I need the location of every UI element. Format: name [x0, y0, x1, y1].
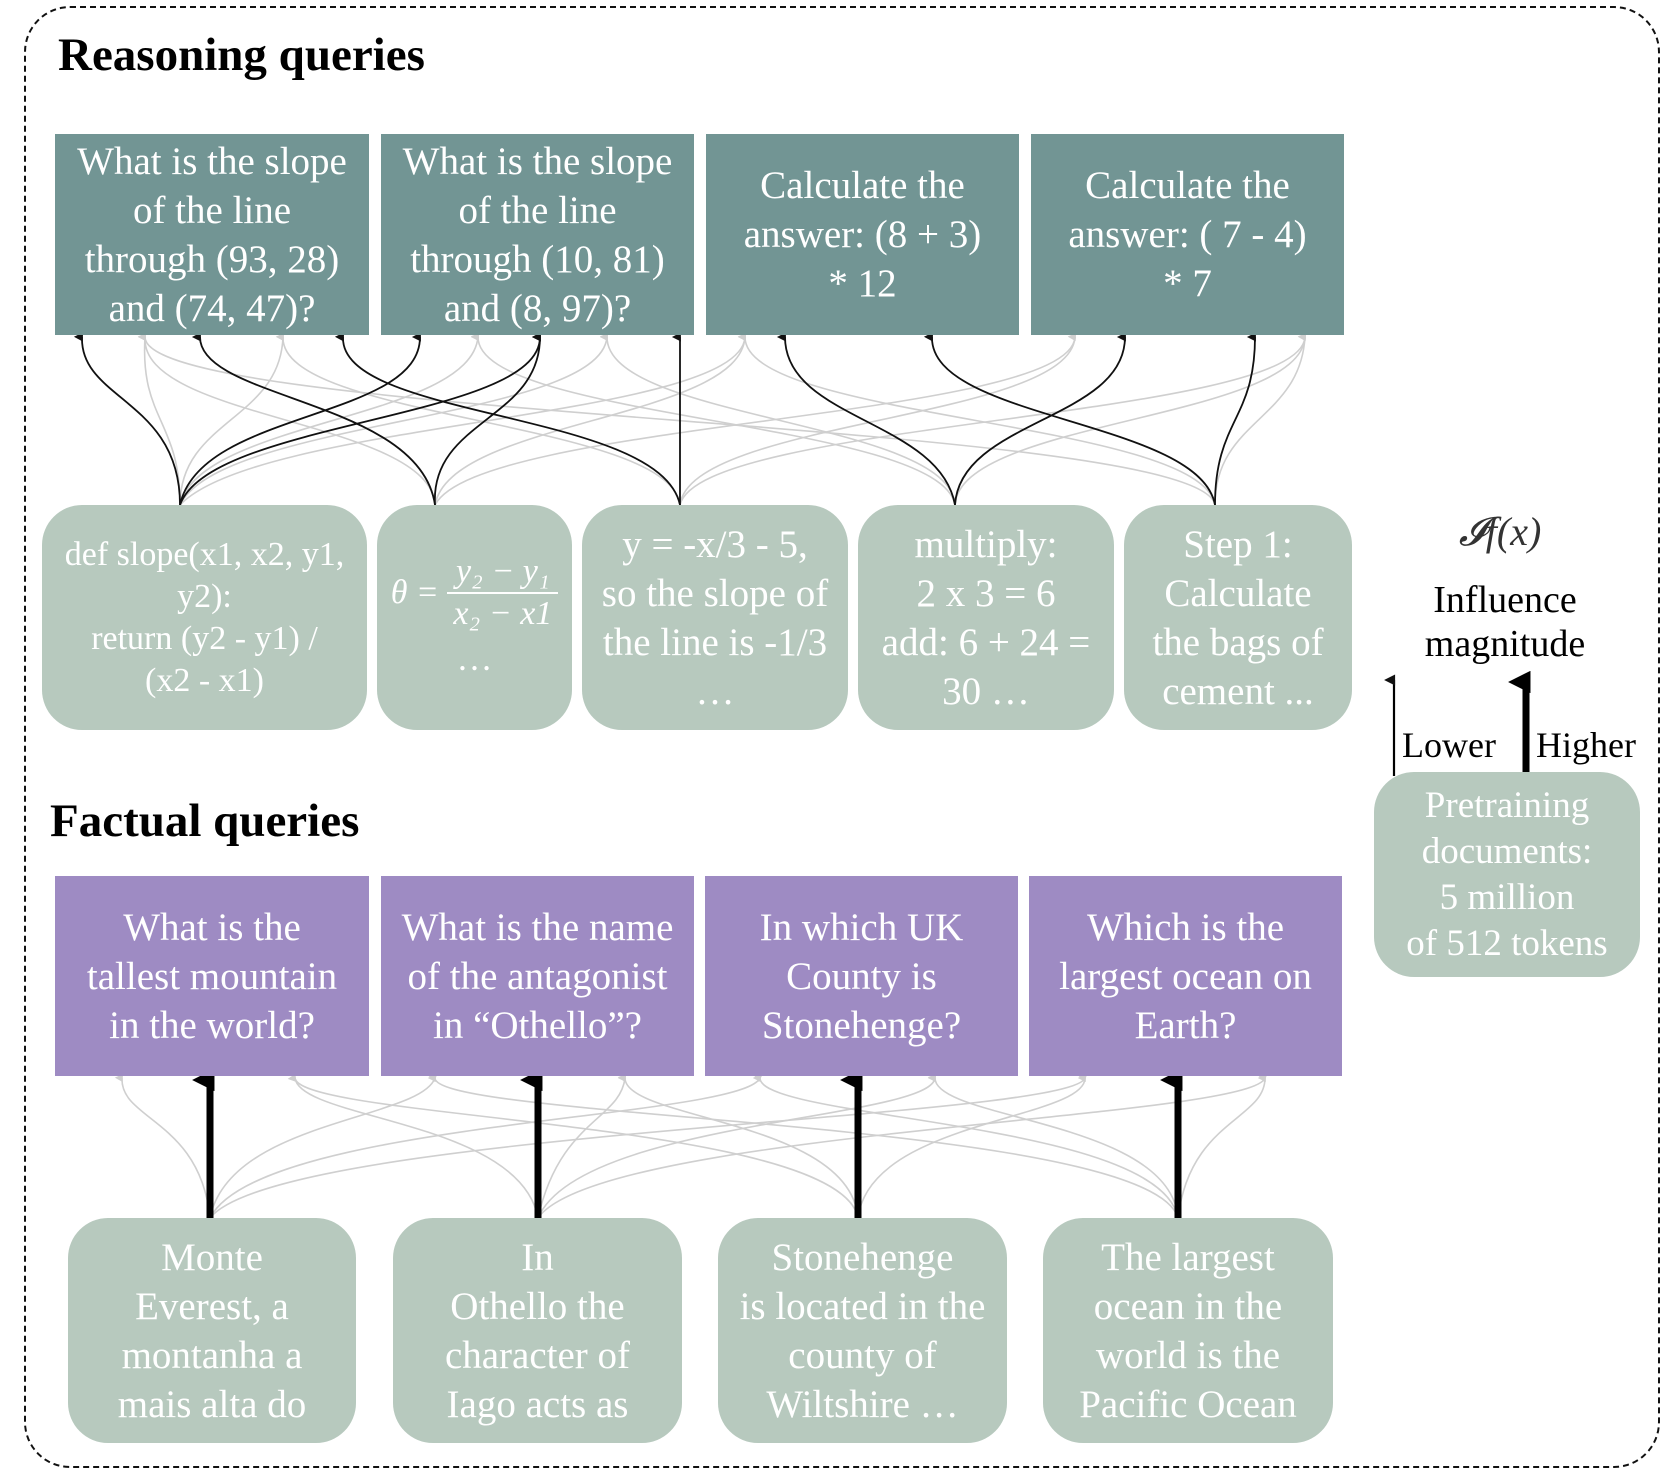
factual-doc-othello: In Othello the character of Iago acts as	[393, 1218, 682, 1443]
query-text: What is the slope of the line through (1…	[402, 139, 673, 330]
weak-link	[1177, 1074, 1266, 1219]
query-text: In which UK County is Stonehenge?	[759, 905, 964, 1047]
doc-text: In Othello the character of Iago acts as	[444, 1235, 631, 1426]
weak-link	[209, 1074, 438, 1219]
strong-link	[179, 332, 421, 506]
weak-link	[434, 333, 747, 506]
reasoning-query-calc-2: Calculate the answer: ( 7 - 4) * 7	[1031, 134, 1344, 335]
weak-link	[179, 333, 284, 506]
weak-link	[927, 1073, 1179, 1219]
doc-text: y = -x/3 - 5, so the slope of the line i…	[601, 522, 829, 713]
formula-ellipsis: …	[456, 638, 493, 678]
weak-link	[287, 1073, 539, 1219]
weak-link	[737, 332, 1216, 506]
fraction-numerator: y₂ − y₁	[447, 552, 559, 594]
weak-link	[954, 333, 1307, 506]
factual-query-othello: What is the name of the antagonist in “O…	[381, 876, 694, 1076]
weak-link	[537, 1074, 937, 1219]
factual-query-stonehenge: In which UK County is Stonehenge?	[705, 876, 1018, 1076]
query-text: Which is the largest ocean on Earth?	[1059, 905, 1312, 1047]
strong-link	[334, 332, 681, 506]
weak-link	[137, 332, 1216, 506]
doc-text: Monte Everest, a montanha a mais alta do	[117, 1235, 307, 1426]
reasoning-query-calc-1: Calculate the answer: (8 + 3) * 12	[706, 134, 1019, 335]
weak-link	[179, 333, 747, 506]
strong-link	[434, 332, 541, 506]
dashed-frame	[24, 6, 1660, 1468]
slope-fraction: y₂ − y₁ x₂ − x1	[447, 552, 559, 634]
weak-link	[1214, 333, 1307, 506]
lower-label: Lower	[1402, 725, 1496, 765]
factual-doc-ocean: The largest ocean in the world is the Pa…	[1043, 1218, 1333, 1443]
reasoning-doc-steps: Step 1: Calculate the bags of cement ...	[1124, 505, 1352, 730]
strong-link	[1214, 332, 1256, 506]
strong-link	[191, 332, 436, 506]
weak-link	[537, 1074, 627, 1219]
fraction-denominator: x₂ − x1	[453, 595, 553, 632]
legend-arrows	[1384, 670, 1531, 776]
factual-strong-links	[192, 1068, 1183, 1218]
reasoning-doc-code: def slope(x1, x2, y1, y2): return (y2 - …	[42, 505, 367, 730]
weak-link	[470, 332, 956, 506]
reasoning-doc-line: y = -x/3 - 5, so the slope of the line i…	[582, 505, 848, 730]
weak-link	[537, 1074, 1268, 1219]
reasoning-strong-links	[73, 332, 1256, 506]
strong-link	[954, 332, 1126, 506]
query-text: What is the tallest mountain in the worl…	[86, 905, 338, 1047]
factual-doc-stonehenge: Stonehenge is located in the county of W…	[718, 1218, 1007, 1443]
strong-link	[179, 332, 541, 506]
weak-link	[179, 333, 609, 506]
slope-formula: θ = y₂ − y₁ x₂ − x1	[391, 552, 559, 634]
weak-link	[679, 333, 1077, 506]
reasoning-section-title: Reasoning queries	[58, 29, 425, 81]
weak-link	[209, 1074, 763, 1219]
weak-link	[287, 1073, 859, 1219]
strong-link	[923, 332, 1216, 506]
weak-link	[599, 332, 956, 506]
weak-link	[114, 1074, 211, 1219]
factual-weak-links	[114, 1073, 1268, 1219]
weak-link	[137, 333, 181, 506]
doc-text: def slope(x1, x2, y1, y2): return (y2 - …	[64, 535, 345, 699]
reasoning-query-slope-1: What is the slope of the line through (9…	[55, 134, 369, 335]
weak-link	[434, 333, 1077, 506]
doc-text: Step 1: Calculate the bags of cement ...	[1152, 522, 1324, 713]
influence-magnitude-label: Influence magnitude	[1400, 578, 1610, 666]
query-text: What is the slope of the line through (9…	[77, 139, 347, 330]
weak-link	[137, 333, 436, 506]
strong-link	[73, 332, 181, 506]
weak-link	[179, 333, 480, 506]
factual-section-title: Factual queries	[50, 795, 360, 847]
query-text: What is the name of the antagonist in “O…	[401, 905, 674, 1047]
reasoning-doc-multiply: multiply: 2 x 3 = 6 add: 6 + 24 = 30 …	[858, 505, 1114, 730]
doc-text: Stonehenge is located in the county of W…	[739, 1235, 986, 1426]
influence-magnitude-text: Influence magnitude	[1424, 579, 1586, 665]
query-text: Calculate the answer: ( 7 - 4) * 7	[1068, 164, 1307, 305]
weak-link	[679, 333, 1307, 506]
weak-link	[209, 1074, 1088, 1219]
higher-label: Higher	[1536, 725, 1636, 765]
pretraining-documents-box: Pretraining documents: 5 million of 512 …	[1374, 772, 1640, 977]
weak-link	[617, 1073, 859, 1219]
weak-link	[752, 1073, 1179, 1219]
weak-link	[857, 1074, 1086, 1219]
reasoning-doc-formula: θ = y₂ − y₁ x₂ − x1 …	[377, 505, 572, 730]
pretraining-text: Pretraining documents: 5 million of 512 …	[1406, 784, 1608, 964]
doc-text: The largest ocean in the world is the Pa…	[1079, 1235, 1297, 1426]
theta-label: θ =	[390, 574, 439, 611]
doc-text: multiply: 2 x 3 = 6 add: 6 + 24 = 30 …	[881, 522, 1091, 713]
factual-query-ocean: Which is the largest ocean on Earth?	[1029, 876, 1342, 1076]
influence-function-symbol: 𝓘f(x)	[1458, 509, 1542, 554]
strong-link	[776, 332, 956, 506]
factual-doc-everest: Monte Everest, a montanha a mais alta do	[68, 1218, 356, 1443]
factual-query-everest: What is the tallest mountain in the worl…	[55, 876, 369, 1076]
weak-link	[427, 1073, 1179, 1219]
reasoning-weak-links	[137, 332, 1307, 506]
query-text: Calculate the answer: (8 + 3) * 12	[743, 164, 982, 305]
weak-link	[275, 333, 681, 506]
reasoning-query-slope-2: What is the slope of the line through (1…	[381, 134, 694, 335]
